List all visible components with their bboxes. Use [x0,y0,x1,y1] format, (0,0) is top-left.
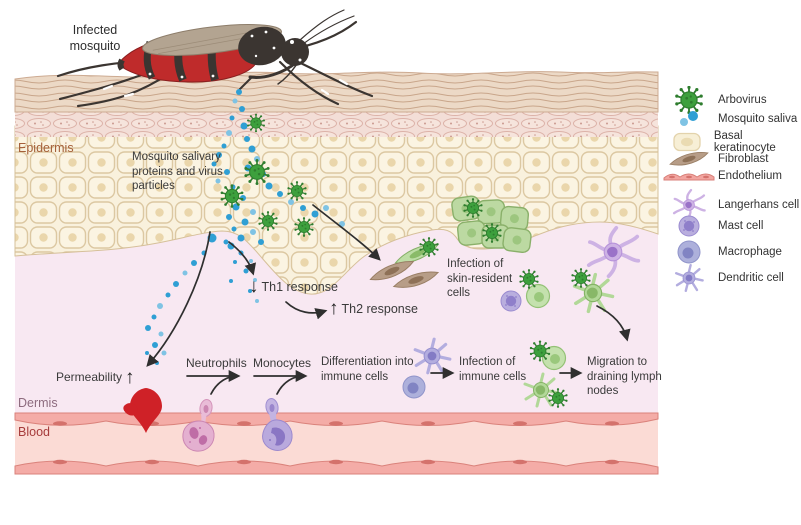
th2-text: Th2 response [341,301,418,316]
up-arrow-icon: ↑ [329,298,339,319]
legend-item-dendritic-cell: Dendritic cell [660,262,784,294]
infection-skin-resident-label: Infection of skin-resident cells [447,258,513,300]
th1-response-label: ↓ Th1 response [249,277,338,296]
legend-label: Fibroblast [718,153,769,165]
th2-response-label: ↑ Th2 response [329,299,418,318]
legend-item-mast-cell: Mast cell [660,214,763,238]
infection-immune-label: Infection of immune cells [459,356,527,383]
legend-label: Langerhans cell [718,199,800,211]
dermis-label: Dermis [18,396,58,410]
epidermis-label: Epidermis [18,141,74,155]
mosquito-wing [142,24,282,56]
permeability-label: Permeability ↑ [56,368,135,387]
legend-item-arbovirus: Arbovirus [660,86,767,114]
blood-vessel [14,412,659,475]
legend-item-basal-keratinocyte: Basal keratinocyte [660,130,801,154]
stratum-corneum-layer [14,71,659,113]
blood-label: Blood [18,425,50,439]
infected-mosquito-label: Infected mosquito [69,23,121,53]
mast-cell-icon [660,214,718,238]
mosquito-head [281,38,309,66]
up-arrow-icon: ↑ [125,367,135,388]
legend-label: Macrophage [718,246,782,258]
legend-label: Mast cell [718,220,764,232]
legend-label: Mosquito saliva [718,113,798,125]
monocytes-label: Monocytes [253,356,312,370]
legend-label: Dendritic cell [718,272,784,284]
legend-label: Basal keratinocyte [713,130,776,154]
mosquito-proboscis [239,60,299,90]
permeability-text: Permeability [56,369,123,384]
migration-label: Migration to draining lymph nodes [587,356,662,398]
infected-mosquito-illustration [56,9,374,108]
legend-label: Arbovirus [718,94,767,106]
granular-layer [15,110,658,137]
legend-item-mosquito-saliva: Mosquito saliva [660,108,797,130]
basal-keratinocyte-icon [660,131,714,153]
legend-item-langerhans: Langerhans cell [660,188,799,222]
infected-keratinocytes [451,195,532,254]
down-arrow-icon: ↓ [249,276,259,297]
fibroblast-icon [660,150,718,168]
legend-label: Endothelium [718,170,782,182]
endothelium-icon [660,169,718,183]
legend-item-endothelium: Endothelium [660,169,782,183]
mosquito-saliva-icon [660,108,718,130]
th1-text: Th1 response [261,279,338,294]
legend-item-fibroblast: Fibroblast [660,150,769,168]
mosquito-antennae [299,9,355,45]
mosquito-thorax [238,26,286,66]
salivary-proteins-label: Mosquito salivary proteins and virus par… [132,151,223,193]
neutrophil [182,399,215,452]
endothelium-top-wall [14,412,659,426]
skin-layers [14,71,659,416]
legend-item-macrophage: Macrophage [660,239,782,265]
neutrophils-label: Neutrophils [186,356,247,370]
monocyte [262,398,293,451]
flow-arrows [146,204,631,395]
differentiation-label: Differentiation into immune cells [321,356,414,383]
dendritic-cell-icon [660,262,718,294]
blood-drop [123,388,162,433]
